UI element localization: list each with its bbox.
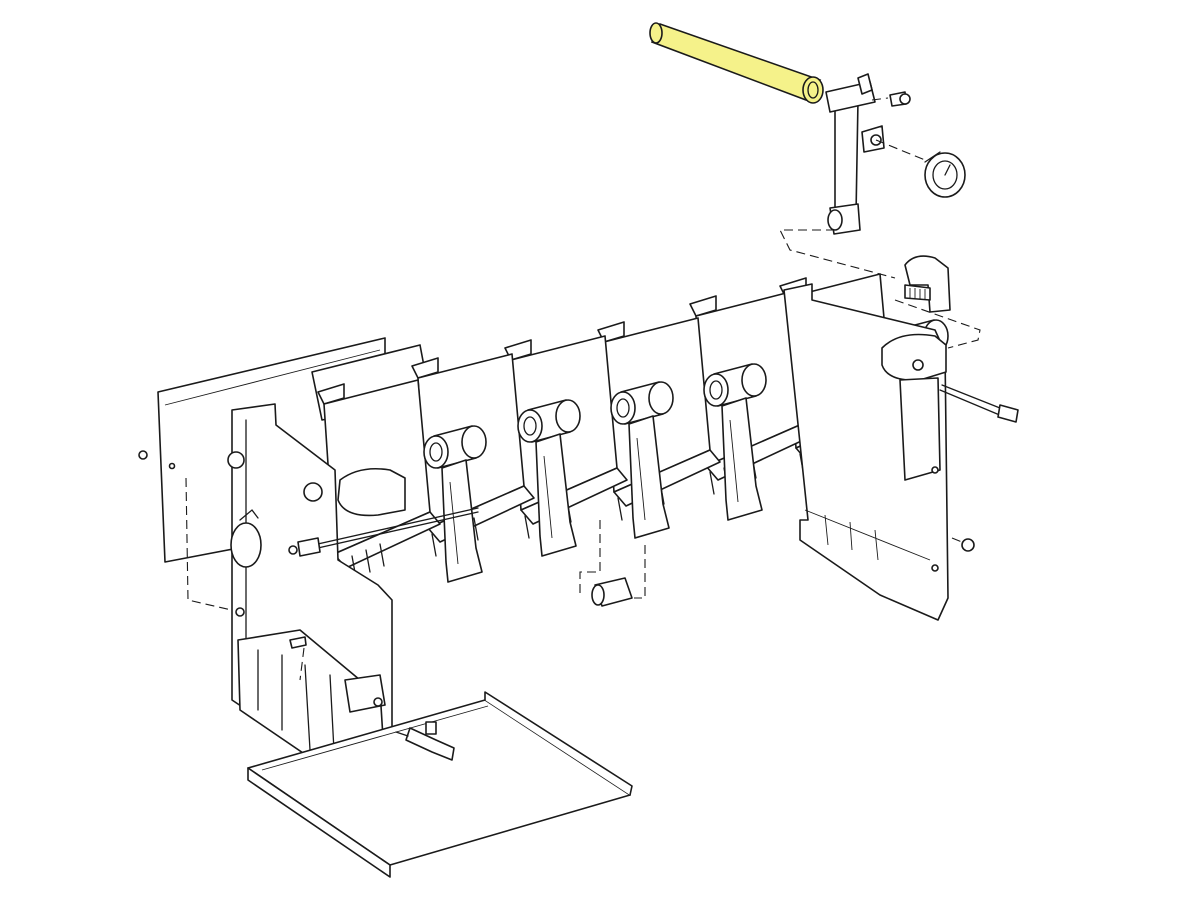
riser-tee	[779, 73, 926, 279]
tie-rod-nut-icon	[288, 545, 298, 555]
elbow-fitting	[894, 255, 981, 349]
panel-screw-icon	[138, 450, 148, 460]
front-section	[227, 403, 479, 787]
base-tray	[247, 691, 633, 878]
side-plug-icon	[961, 538, 975, 552]
rear-section	[783, 283, 1019, 621]
front-section-port	[337, 467, 406, 517]
pressure-gauge	[924, 151, 966, 198]
supply-pipe[interactable]	[649, 22, 824, 104]
drain-valve	[395, 721, 455, 761]
push-nipple	[579, 520, 646, 607]
sight-glass-cover	[230, 522, 262, 568]
